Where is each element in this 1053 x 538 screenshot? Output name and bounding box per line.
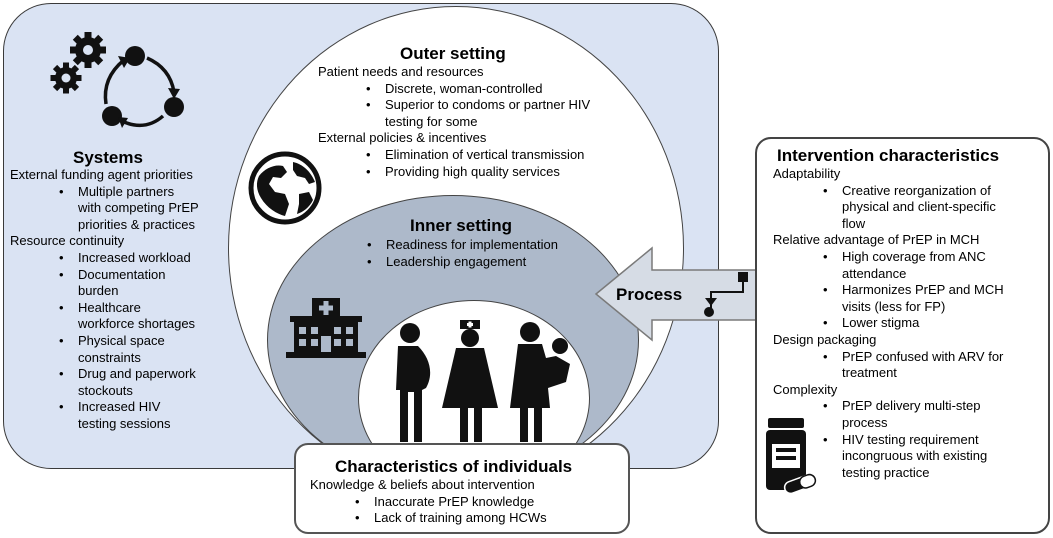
individuals-bullet: Lack of training among HCWs [355,510,620,527]
intervention-bullet: Lower stigma [823,315,1041,332]
intervention-heading: Relative advantage of PrEP in MCH [773,232,980,248]
outer-heading-policies: External policies & incentives [318,130,487,146]
inner-bullet: Leadership engagement [367,254,607,271]
intervention-bullet: Creative reorganization of physical and … [823,183,1041,233]
process-label: Process [616,285,683,304]
systems-heading-resources: Resource continuity [10,233,125,249]
individuals-content: Knowledge & beliefs about intervention I… [310,477,620,527]
intervention-title: Intervention characteristics [777,146,1000,165]
pill-bottle-icon [766,418,817,495]
systems-bullet: Increased HIV testing sessions [59,399,230,432]
systems-content: External funding agent priorities Multip… [10,167,230,433]
systems-bullet: Healthcare workforce shortages [59,300,230,333]
outer-bullet: Discrete, woman-controlled [366,81,648,98]
intervention-bullet: High coverage from ANC attendance [823,249,1041,282]
outer-bullet: Elimination of vertical transmission [366,147,648,164]
systems-heading-funding: External funding agent priorities [10,167,193,182]
intervention-bullet: PrEP delivery multi-step process [823,398,1041,431]
outer-heading-needs: Patient needs and resources [318,64,484,79]
outer-bullet: Superior to condoms or partner HIV testi… [366,97,648,130]
systems-bullet: Increased workload [59,250,230,267]
individuals-title: Characteristics of individuals [335,457,573,476]
intervention-heading: Adaptability [773,166,841,181]
intervention-content: Adaptability Creative reorganization of … [773,166,1041,481]
individuals-heading: Knowledge & beliefs about intervention [310,477,535,492]
individuals-bullet: Inaccurate PrEP knowledge [355,494,620,511]
pregnant-woman-nurse-mother-child-icon [396,320,570,442]
process-flow-icon [704,272,748,317]
globe-icon [248,151,322,225]
inner-setting-title: Inner setting [410,216,513,235]
hospital-icon [286,298,366,358]
intervention-heading: Complexity [773,381,838,397]
systems-bullet: Multiple partners with competing PrEP pr… [59,184,230,234]
gears-cycle-icon [50,32,184,128]
intervention-bullet: Harmonizes PrEP and MCH visits (less for… [823,282,1041,315]
inner-bullet: Readiness for implementation [367,237,607,254]
outer-bullet: Providing high quality services [366,164,648,181]
intervention-bullet: PrEP confused with ARV for treatment [823,349,1041,382]
systems-bullet: Documentation burden [59,267,230,300]
outer-setting-title: Outer setting [400,44,506,63]
outer-setting-content: Patient needs and resources Discrete, wo… [318,64,648,180]
systems-title: Systems [73,148,143,167]
intervention-bullet: HIV testing requirement incongruous with… [823,432,1041,482]
intervention-heading: Design packaging [773,331,877,347]
systems-bullet: Physical space constraints [59,333,230,366]
systems-bullet: Drug and paperwork stockouts [59,366,230,399]
inner-setting-content: Readiness for implementation Leadership … [367,237,607,270]
